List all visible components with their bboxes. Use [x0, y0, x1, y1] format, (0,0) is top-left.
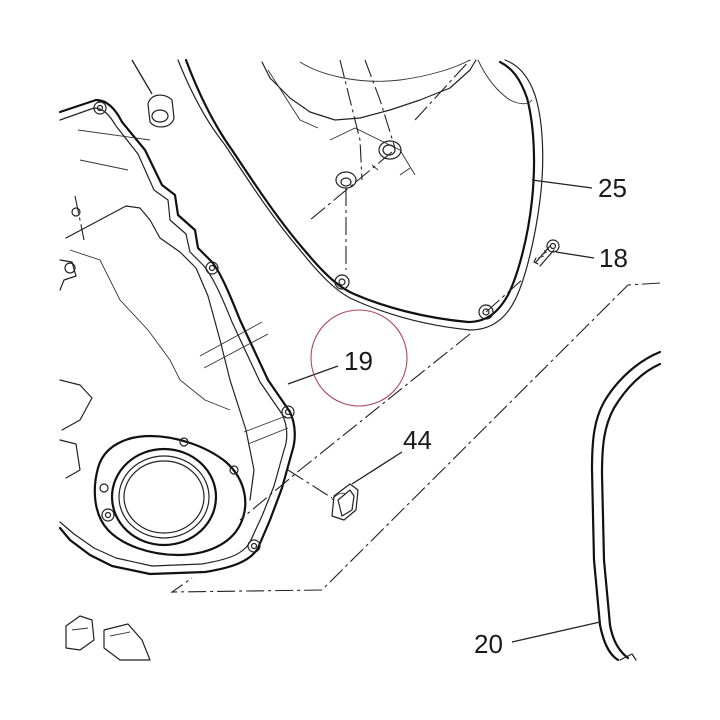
leader-19 [287, 365, 339, 385]
highlight-ring-19 [310, 309, 408, 407]
part-44-clip [331, 483, 359, 521]
label-part-18: 18 [599, 243, 628, 273]
assembly-axis-lines [74, 59, 661, 593]
leader-44 [351, 451, 403, 485]
label-part-25: 25 [598, 173, 627, 203]
leader-18 [555, 251, 595, 259]
label-part-20: 20 [474, 629, 503, 659]
part-18-bolt [533, 239, 560, 267]
part-19-inner-cover [58, 98, 296, 661]
leader-20 [511, 621, 601, 643]
leader-lines [131, 59, 601, 643]
label-part-19: 19 [344, 346, 373, 376]
label-part-44: 44 [403, 425, 432, 455]
part-20-seal [590, 350, 662, 662]
part-25-outer-cover [177, 58, 544, 331]
leader-25 [531, 179, 593, 189]
leader-top [131, 59, 153, 95]
